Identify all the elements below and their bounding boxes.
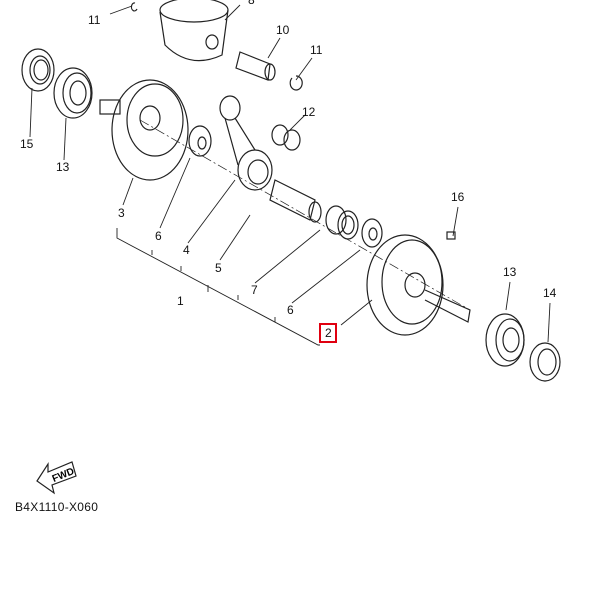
callout-2[interactable]: 2	[325, 326, 332, 340]
crank-wheel-3	[99, 79, 189, 181]
bearing-7	[325, 205, 359, 240]
crank-pin-5	[269, 179, 322, 223]
connecting-rod-4	[219, 95, 273, 191]
callout-15: 15	[20, 137, 34, 151]
washer-6-left	[188, 125, 212, 157]
crank-wheel-2	[366, 231, 471, 336]
highlighted-callout-box[interactable]	[319, 323, 337, 343]
callout-4: 4	[183, 243, 190, 257]
needle-bearing-12	[271, 124, 301, 151]
bearing-13-right	[485, 313, 525, 367]
piston-pin-10	[235, 51, 276, 81]
callout-7: 7	[251, 283, 258, 297]
callout-11: 11	[88, 13, 101, 27]
leader-lines	[29, 4, 551, 346]
callout-10: 10	[276, 23, 290, 37]
oil-seal-15	[21, 48, 55, 92]
circlip-11-top	[130, 2, 138, 12]
callout-13: 13	[503, 265, 517, 279]
fwd-arrow-icon	[36, 461, 77, 495]
diagram-code: B4X1110-X060	[15, 500, 99, 514]
circlip-11	[289, 75, 303, 91]
callout-6: 6	[155, 229, 162, 243]
oil-seal-14	[529, 342, 561, 382]
callout-1: 1	[177, 294, 184, 308]
callout-16: 16	[451, 190, 465, 204]
callout-12: 12	[302, 105, 316, 119]
callout-5: 5	[215, 261, 222, 275]
callout-8: 8	[248, 0, 255, 7]
washer-6-right	[361, 218, 383, 248]
callout-13: 13	[56, 160, 70, 174]
piston-8	[159, 0, 229, 62]
axis-centerline	[139, 119, 471, 311]
callout-6: 6	[287, 303, 294, 317]
callout-14: 14	[543, 286, 557, 300]
callout-11: 11	[310, 43, 323, 57]
bearing-13-left	[53, 67, 93, 119]
callout-3: 3	[118, 206, 125, 220]
